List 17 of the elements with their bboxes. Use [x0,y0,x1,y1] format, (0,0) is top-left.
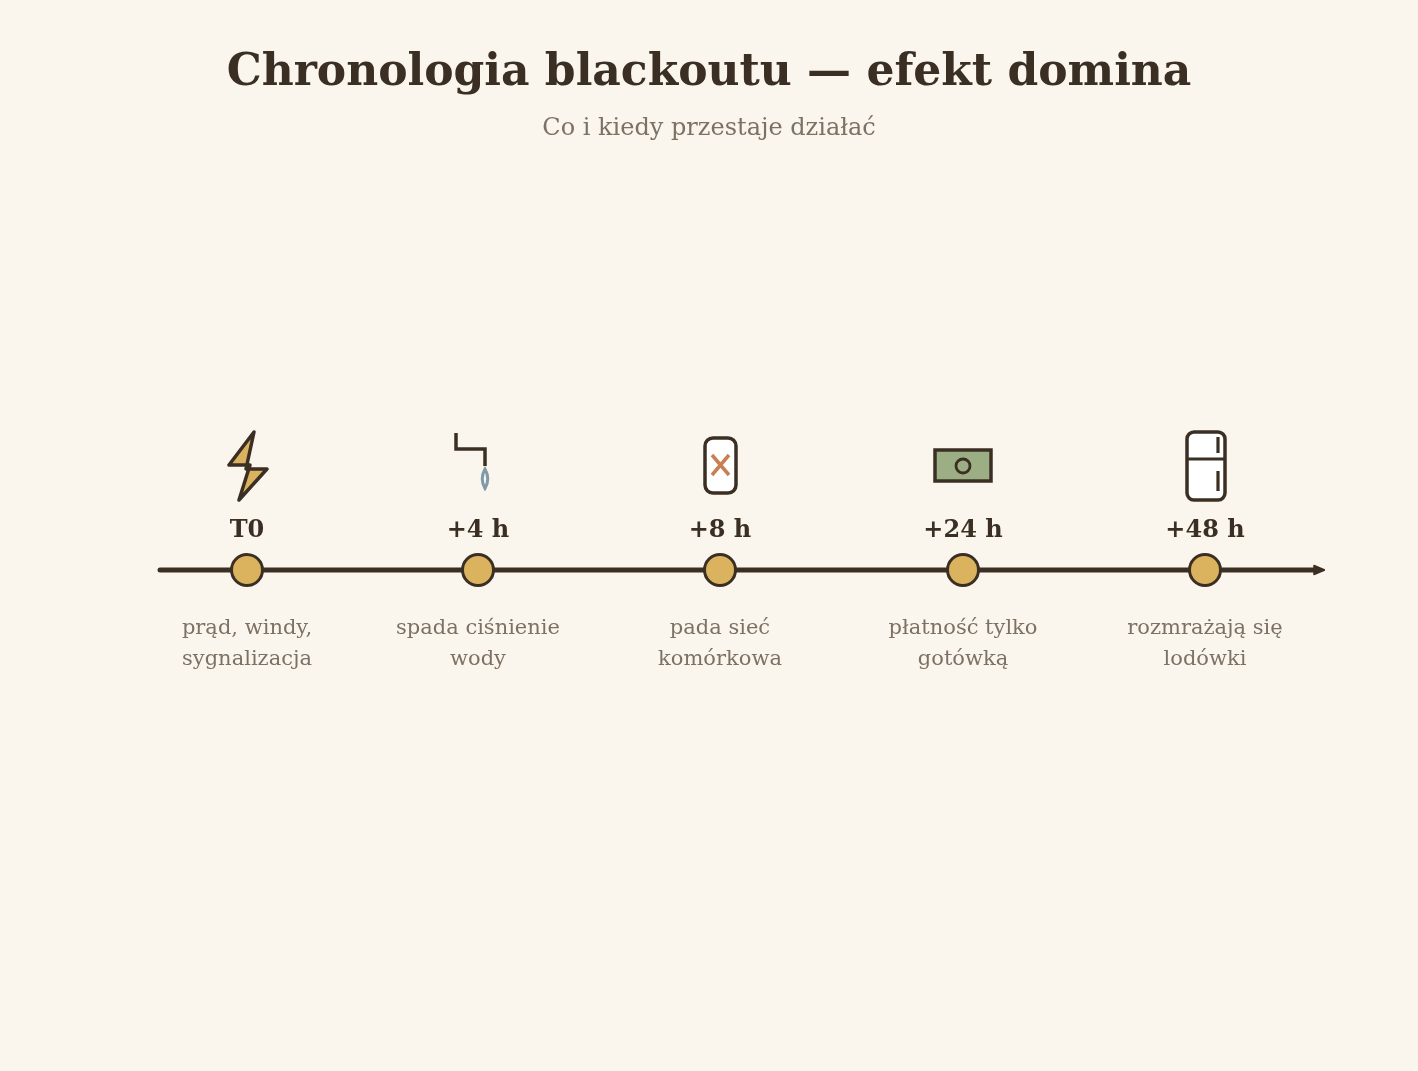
timeline-dot [946,553,980,587]
time-label: +48 h [1164,515,1246,544]
timeline-dot [230,553,264,587]
timeline-dot [461,553,495,587]
time-label: +24 h [922,515,1004,544]
timeline-dot [1188,553,1222,587]
time-label: T0 [228,515,266,544]
timeline-dot [703,553,737,587]
event-description: prąd, windy, sygnalizacja [180,614,314,672]
event-description: rozmrażają się lodówki [1126,614,1284,672]
time-label: +4 h [445,515,511,544]
time-label: +8 h [687,515,753,544]
title: Chronologia blackoutu — efekt domina [225,44,1193,97]
event-description: płatność tylko gotówką [887,614,1039,672]
event-description: spada ciśnienie wody [395,614,561,672]
subtitle: Co i kiedy przestaje działać [541,113,877,142]
event-description: pada sieć komórkowa [657,614,783,672]
